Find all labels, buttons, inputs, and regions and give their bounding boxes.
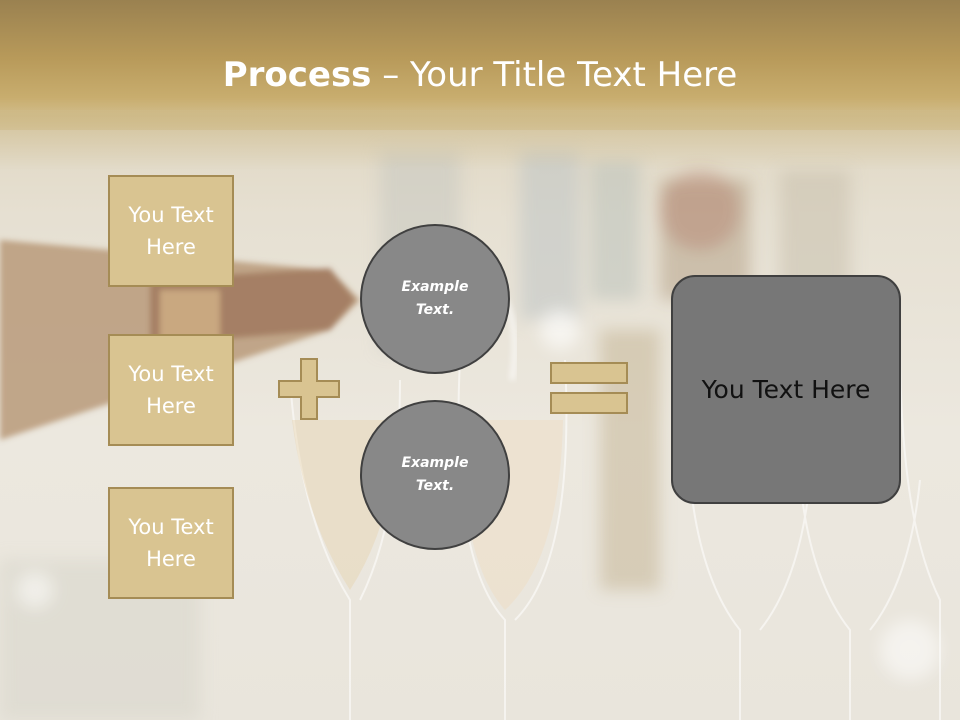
title-bar: [0, 0, 960, 130]
input-box-2[interactable]: You Text Here: [108, 334, 234, 446]
example-circle-1[interactable]: Example Text.: [360, 224, 510, 374]
slide-title[interactable]: Process – Your Title Text Here: [0, 52, 960, 98]
input-box-1-label: You Text Here: [128, 203, 214, 259]
input-box-1[interactable]: You Text Here: [108, 175, 234, 287]
title-bold: Process: [222, 55, 372, 95]
example-circle-1-label: Example Text.: [401, 279, 469, 318]
title-bar-fade: [0, 110, 960, 170]
equals-icon: [550, 362, 628, 414]
input-box-3[interactable]: You Text Here: [108, 487, 234, 599]
example-circle-2[interactable]: Example Text.: [360, 400, 510, 550]
result-box[interactable]: You Text Here: [671, 275, 901, 504]
input-box-3-label: You Text Here: [128, 515, 214, 571]
input-box-2-label: You Text Here: [128, 362, 214, 418]
title-rest: – Your Title Text Here: [371, 55, 738, 95]
example-circle-2-label: Example Text.: [401, 455, 469, 494]
plus-icon: [278, 358, 340, 420]
result-box-label: You Text Here: [701, 375, 871, 404]
